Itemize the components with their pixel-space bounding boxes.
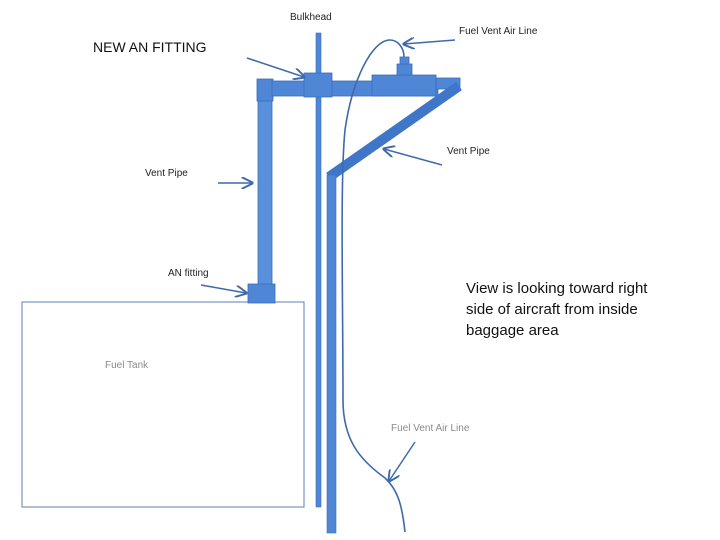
label-fuel-vent-air-line-top: Fuel Vent Air Line (459, 26, 538, 37)
label-new-an-fitting: NEW AN FITTING (93, 39, 207, 55)
arrow-fuel-vent-top (404, 40, 456, 44)
an-fitting (247, 283, 276, 304)
vent-fitting-cap (396, 63, 413, 76)
label-an-fitting: AN fitting (168, 268, 209, 279)
label-fuel-tank: Fuel Tank (105, 360, 149, 371)
label-vent-pipe-left: Vent Pipe (145, 168, 188, 179)
vent-pipe-left (257, 95, 273, 287)
view-note-line: side of aircraft from inside (466, 301, 638, 318)
bulkhead-an-fitting (303, 72, 333, 98)
label-bulkhead: Bulkhead (290, 12, 332, 23)
vent-pipe-right (326, 174, 337, 534)
diagonal-vent-pipe (326, 81, 462, 182)
arrow-vent-pipe-right (384, 149, 443, 166)
label-vent-pipe-right: Vent Pipe (447, 146, 490, 157)
fuel-vent-air-line (341, 39, 406, 533)
vent-fitting (371, 74, 437, 97)
view-note-line: View is looking toward right (466, 280, 648, 297)
bulkhead (315, 32, 322, 508)
arrow-an-fitting (200, 284, 246, 293)
vent-fitting-nipple (399, 56, 410, 65)
view-note: View is looking toward right side of air… (466, 278, 647, 341)
arrow-new-an-fitting (246, 57, 304, 77)
fuel-tank (21, 301, 305, 508)
view-note-line: baggage area (466, 322, 559, 339)
elbow (256, 78, 274, 102)
arrow-fuel-vent-bottom (389, 441, 416, 481)
label-fuel-vent-air-line-bottom: Fuel Vent Air Line (391, 423, 470, 434)
